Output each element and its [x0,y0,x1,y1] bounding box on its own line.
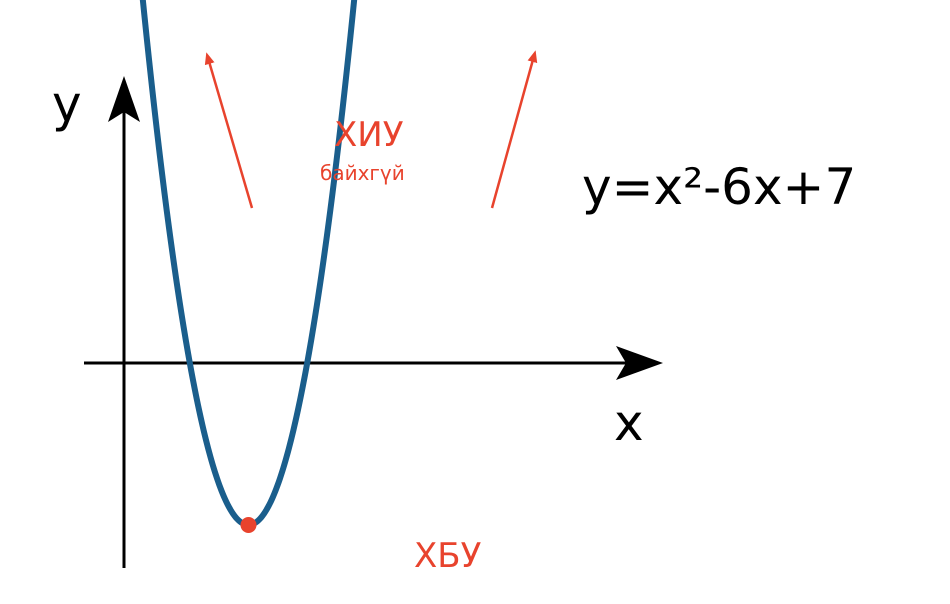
equation-label: y=x²-6x+7 [582,158,856,216]
parabola-curve [139,0,358,529]
max-sub-label: байхгүй [320,161,405,185]
left-growth-arrow [204,52,254,209]
min-label: ХБУ [414,536,482,576]
y-axis-label: y [52,75,82,133]
vertex-point [240,517,257,533]
right-growth-arrow [490,50,538,209]
x-axis-label: x [614,394,644,452]
max-label: ХИУ [334,115,404,155]
y-axis-arrowhead [108,76,140,122]
x-axis-arrowhead [616,346,663,380]
